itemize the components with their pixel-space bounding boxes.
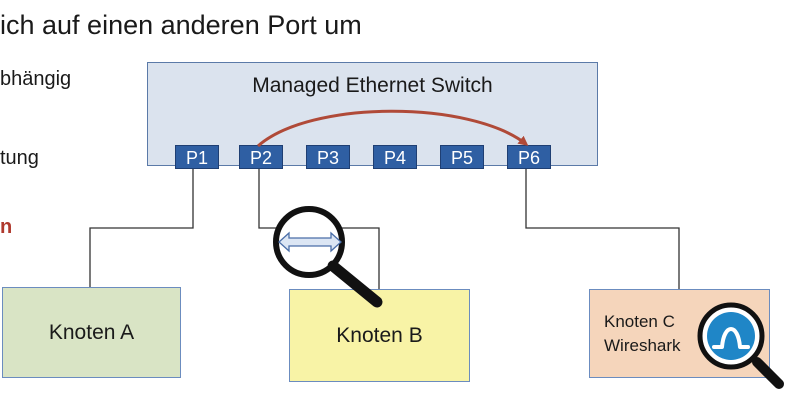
- port-p4: P4: [373, 145, 417, 169]
- node-a: Knoten A: [2, 287, 181, 378]
- node-c-label: Knoten C: [604, 312, 675, 331]
- port-p1: P1: [175, 145, 219, 169]
- port-p6: P6: [507, 145, 551, 169]
- node-a-label: Knoten A: [48, 320, 135, 344]
- double-arrow-icon: [278, 231, 342, 253]
- port-p5: P5: [440, 145, 484, 169]
- node-c-sublabel: Wireshark: [604, 336, 681, 355]
- cable-p1-node-a: [89, 169, 194, 287]
- port-p3: P3: [306, 145, 350, 169]
- side-text-2: tung: [0, 147, 39, 169]
- side-text-1: bhängig: [0, 68, 72, 90]
- slide-heading: ich auf einen anderen Port um: [0, 10, 362, 40]
- node-b: Knoten B: [289, 289, 470, 382]
- node-c: Knoten C Wireshark: [589, 289, 770, 378]
- port-p2: P2: [239, 145, 283, 169]
- side-text-3: n: [0, 216, 13, 238]
- cable-p2-node-b: [258, 169, 380, 289]
- node-b-label: Knoten B: [336, 323, 423, 347]
- cable-p6-node-c: [525, 169, 680, 289]
- switch-title: Managed Ethernet Switch: [252, 74, 493, 97]
